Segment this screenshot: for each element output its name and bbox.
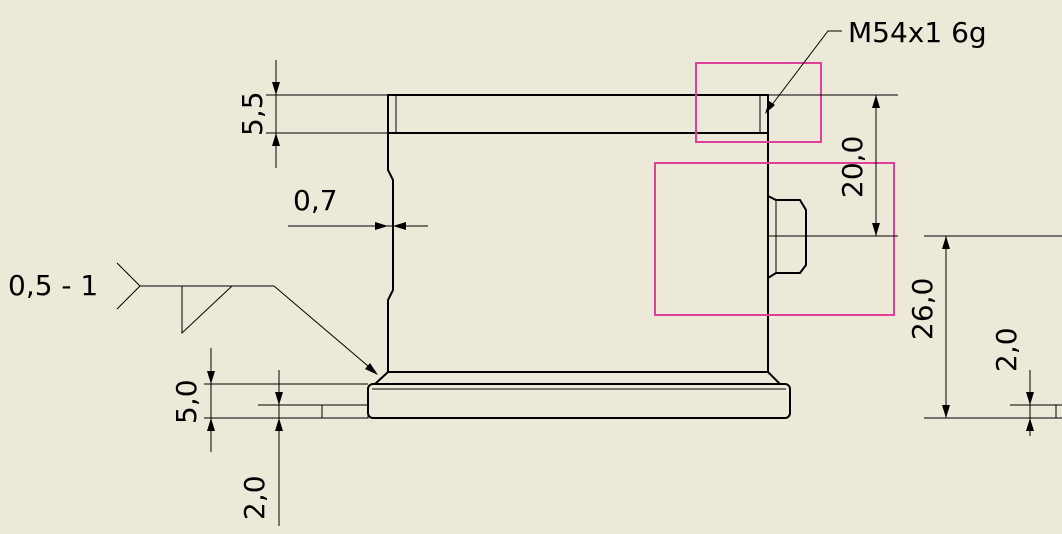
dim-arrow [393,222,406,230]
dim-arrow [872,95,880,108]
dim-label: 2,0 [990,327,1023,372]
dim-arrow [1026,418,1034,431]
hex-port [767,194,807,280]
right-base-lip [1055,404,1062,419]
dim-wall-step: 0,7 [288,184,428,230]
dim-arrow [375,222,388,230]
dim-thread-to-port: 20,0 [768,94,898,237]
base-lip [321,404,369,419]
thread-leader-arrow [765,101,775,114]
dim-arrow [275,418,283,431]
dim-arrow [942,236,950,249]
dim-label: 0,7 [293,184,338,217]
left-wall [387,133,394,372]
dim-arrow [942,405,950,418]
thread-callout-label: M54x1 6g [848,16,987,49]
dim-arrow [1026,392,1034,405]
dim-arrow [207,371,215,384]
dim-arrow [272,133,280,146]
highlight-box-port [654,162,895,316]
dim-label: 2,0 [238,475,271,520]
base-chamfer [372,371,783,385]
dim-label: 5,0 [170,379,203,424]
dim-base-flange: 5,0 [170,348,368,452]
weld-arrow [365,363,378,375]
dim-arrow [872,223,880,236]
highlight-box-thread [695,62,822,143]
part-body [321,94,807,419]
weld-symbol: 0,5 - 1 [8,262,378,375]
weld-arrow-line [273,285,376,373]
thread-leader [767,30,842,111]
dim-label: 20,0 [836,136,869,198]
dim-label: 26,0 [906,278,939,340]
top-flange [387,94,769,134]
weld-fillet-symbol [181,285,233,335]
dim-top-flange: 5,5 [236,60,388,168]
dim-arrow [207,418,215,431]
dim-label: 5,5 [236,91,269,136]
weld-tail [116,262,141,310]
dim-arrow [272,82,280,95]
thread-callout: M54x1 6g [765,16,987,114]
dim-right-base-step: 2,0 [990,327,1062,436]
dim-base-step: 2,0 [238,370,322,526]
dim-arrow [275,392,283,405]
weld-label: 0,5 - 1 [8,269,98,302]
base-flange [367,383,791,419]
dim-port-to-base: 26,0 [906,235,1062,419]
